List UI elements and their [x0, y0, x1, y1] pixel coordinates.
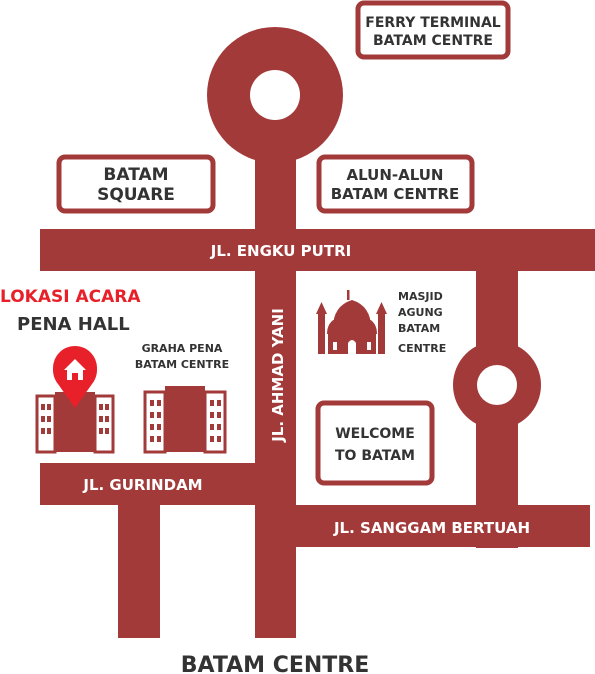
welcome-line-1: WELCOME: [335, 426, 415, 442]
masjid-line-3: BATAM: [398, 322, 440, 335]
location-pin-home-icon: [53, 346, 97, 408]
road-label-engku-putri: JL. ENGKU PUTRI: [210, 242, 351, 260]
welcome-line-2: TO BATAM: [335, 448, 415, 464]
ferry-terminal-line-2: BATAM CENTRE: [373, 33, 493, 49]
road-label-ahmad-yani: JL. AHMAD YANI: [269, 308, 287, 443]
area-title: BATAM CENTRE: [181, 653, 370, 674]
graha-pena-line-2: BATAM CENTRE: [135, 358, 229, 371]
masjid-line-1: MASJID: [398, 290, 443, 303]
masjid-line-2: AGUNG: [398, 306, 443, 319]
venue-name: PENA HALL: [17, 314, 130, 335]
batam-square-line-1: BATAM: [103, 165, 168, 185]
ferry-terminal-line-1: FERRY TERMINAL: [365, 15, 501, 31]
masjid-line-4: CENTRE: [398, 342, 446, 355]
alun-alun-line-1: ALUN-ALUN: [347, 166, 444, 184]
landmark-alun-alun: ALUN-ALUN BATAM CENTRE: [316, 154, 475, 214]
road-label-gurindam: JL. GURINDAM: [82, 476, 202, 494]
graha-pena-building-icon: [143, 386, 227, 454]
batam-square-line-2: SQUARE: [97, 185, 175, 205]
roundabout-north-center: [250, 70, 300, 120]
road-label-sanggam-bertuah: JL. SANGGAM BERTUAH: [333, 519, 530, 537]
roundabout-east-center: [477, 365, 517, 405]
road-engku-putri: [40, 229, 595, 271]
landmark-welcome-to-batam: WELCOME TO BATAM: [315, 400, 435, 486]
road-gurindam: [40, 463, 260, 505]
mosque-icon: [316, 290, 387, 354]
road-ahmad-yani: [255, 130, 296, 638]
graha-pena-line-1: GRAHA PENA: [142, 342, 223, 355]
landmark-batam-square: BATAM SQUARE: [56, 154, 216, 214]
road-sanggam-bertuah: [255, 505, 590, 547]
road-south-west: [118, 500, 160, 638]
alun-alun-line-2: BATAM CENTRE: [331, 185, 460, 203]
landmark-ferry-terminal: FERRY TERMINAL BATAM CENTRE: [355, 0, 511, 60]
venue-label: LOKASI ACARA: [0, 287, 141, 307]
road-network: [40, 27, 595, 638]
